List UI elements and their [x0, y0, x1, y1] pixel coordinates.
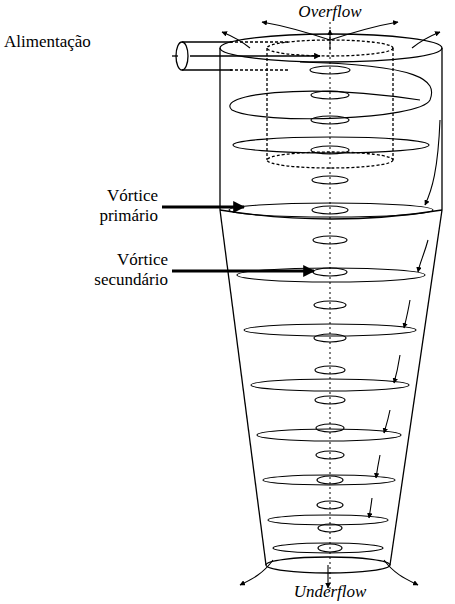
- cyclone-body: [176, 22, 442, 590]
- outlet-label: Overflow: [298, 2, 361, 22]
- leader-arrows: [162, 56, 314, 271]
- secondary-vortex: [222, 22, 440, 552]
- inlet-label: Alimentação: [4, 32, 91, 52]
- primary-vortex: [229, 62, 440, 588]
- vortex-label: Vórtice primário: [97, 186, 158, 226]
- outlet-label: Underflow: [294, 582, 367, 602]
- vortex-label: Vórtice secundário: [92, 250, 168, 290]
